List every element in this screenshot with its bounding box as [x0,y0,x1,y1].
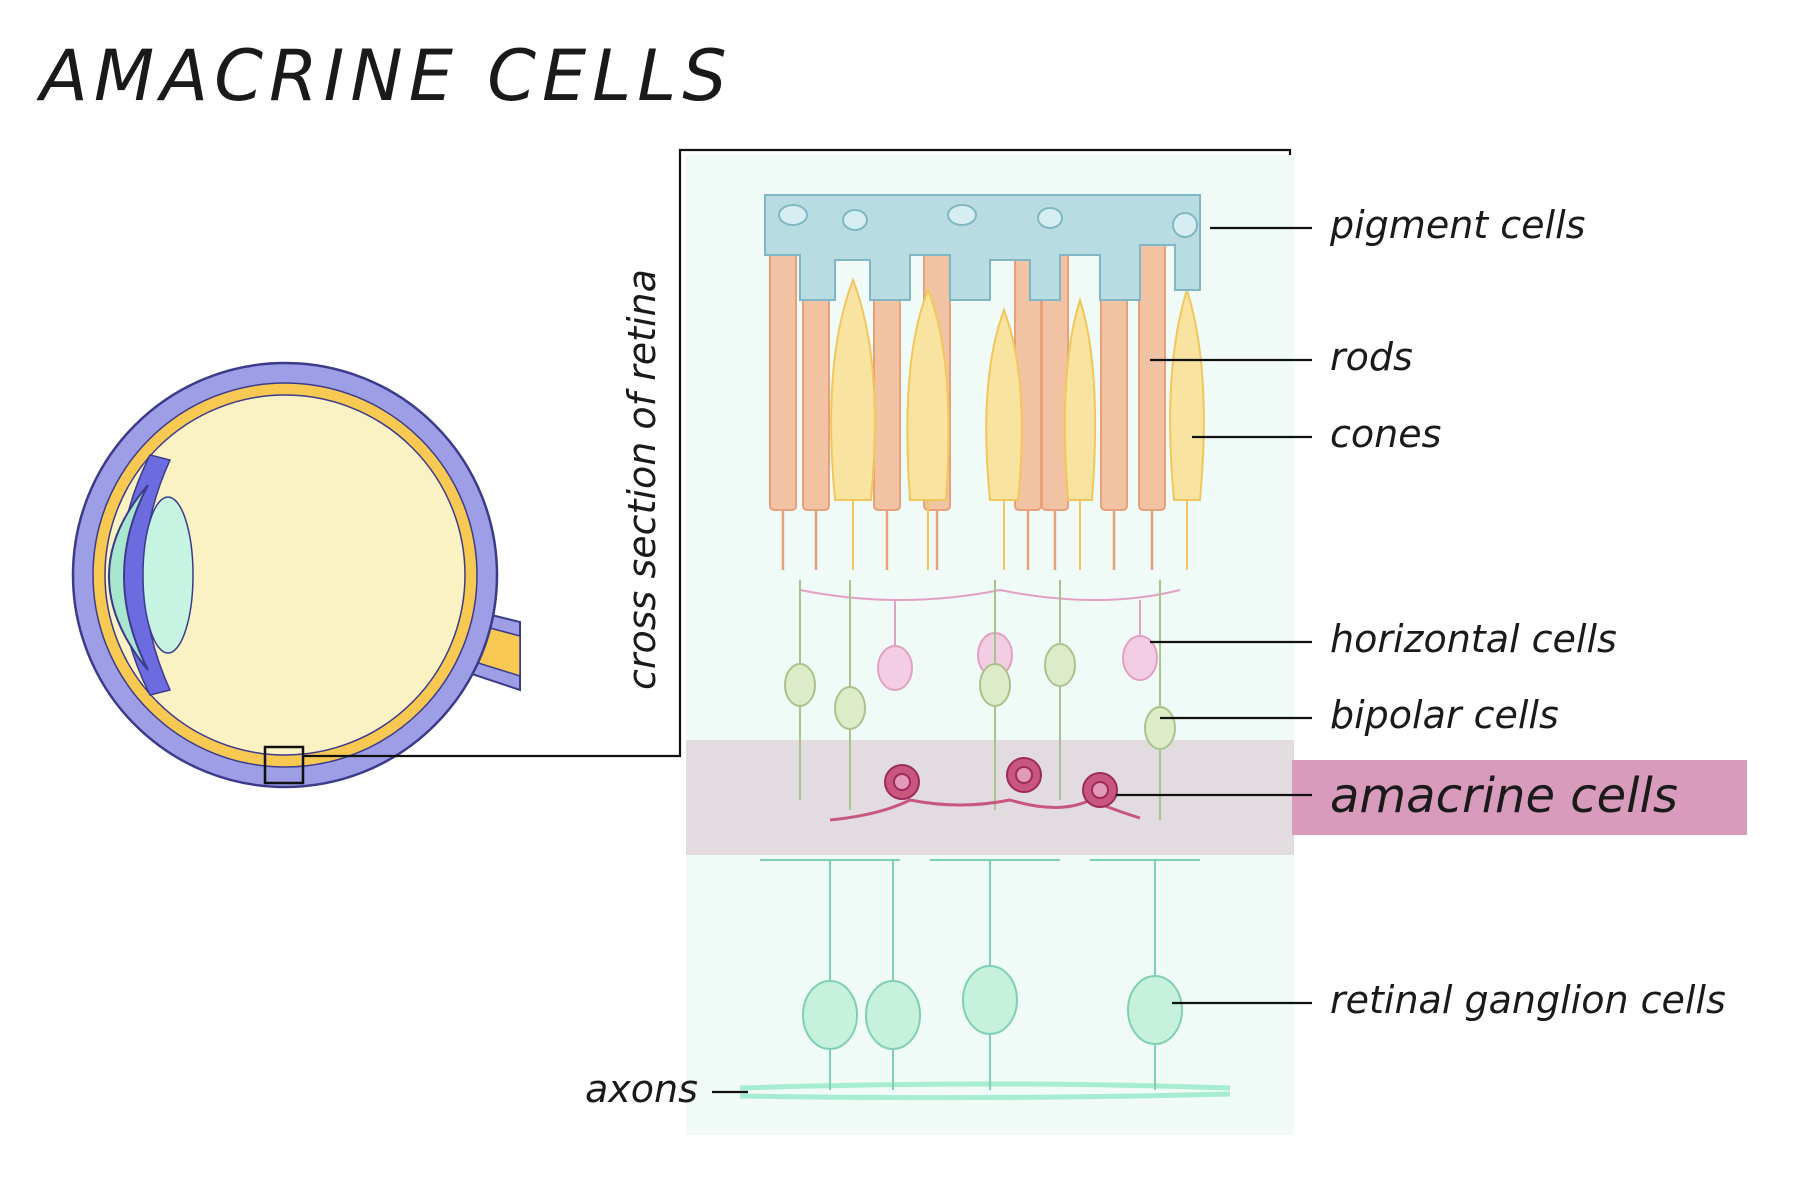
bipolar-cells [784,580,1176,820]
bipolar-cell [1144,706,1176,750]
rod-cell [1138,234,1166,511]
label-pigment-cells: pigment cells [1329,203,1585,247]
eye-illustration [71,361,521,789]
bipolar-cell [1044,643,1076,687]
ganglion-cell [1127,975,1183,1045]
axons-bundle [739,1081,1231,1101]
ganglion-cell [865,980,921,1050]
diagram-title: AMACRINE CELLS [36,35,733,117]
bipolar-cell [784,663,816,707]
cone-cell [985,307,1023,501]
label-amacrine-cells: amacrine cells [1330,768,1678,824]
section-label: cross section of retina [620,269,664,690]
label-rods: rods [1330,335,1413,379]
cones [830,277,1205,570]
cone-cell [1063,296,1097,501]
cone-cell [830,277,876,501]
label-cones: cones [1330,412,1441,456]
label-bipolar-cells: bipolar cells [1330,693,1559,737]
pigment-cells [764,194,1201,301]
horizontal-cell [1122,635,1158,681]
amacrine-cells [829,757,1141,822]
label-retinal-ganglion-cells: retinal ganglion cells [1330,978,1726,1022]
label-horizontal-cells: horizontal cells [1330,617,1617,661]
leader-lines [712,226,1312,1094]
ganglion-cells [760,859,1200,1090]
cone-cell [906,287,950,501]
bipolar-cell [834,686,866,730]
horizontal-cell [877,645,913,691]
vitreous-body [104,394,466,756]
ganglion-cell [962,965,1018,1035]
bipolar-cell [979,663,1011,707]
amacrine-label-highlight [1292,760,1747,835]
lens [142,496,194,654]
rod-cell [769,234,797,511]
receptor-stalks [781,500,1154,570]
zoom-box [263,745,305,785]
cornea [108,484,149,671]
label-axons: axons [585,1067,698,1111]
amacrine-band [686,740,1294,855]
ganglion-cell [802,980,858,1050]
